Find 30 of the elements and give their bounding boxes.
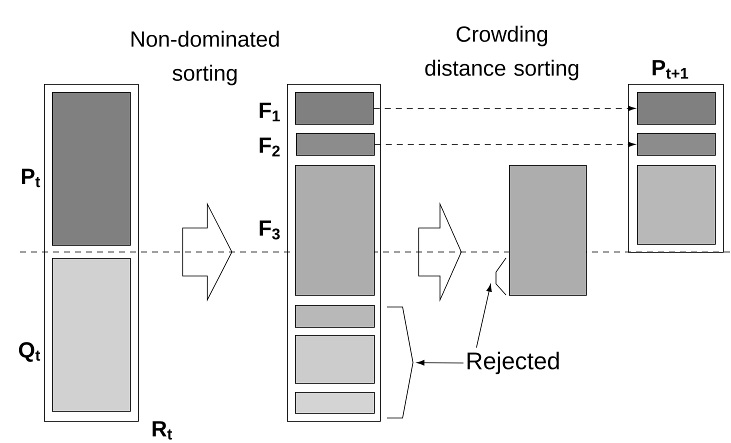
front-block xyxy=(295,305,375,328)
node-label: Q$_{t}$ xyxy=(18,342,40,362)
node-label: R$_{t}$ xyxy=(152,421,172,440)
node-label: F$_{2}$ xyxy=(260,138,280,156)
arrow xyxy=(476,284,492,348)
front-block: F$_{1}$ xyxy=(260,92,374,125)
bracket xyxy=(496,258,506,296)
block-arrow xyxy=(182,202,232,302)
arrow xyxy=(373,106,636,112)
node-label: F$_{3}$ xyxy=(260,220,280,240)
node-label: P$_{t+1}$ xyxy=(652,60,688,79)
front-block xyxy=(295,335,375,384)
front-block: F$_{2}$ xyxy=(260,133,375,156)
front-block xyxy=(637,164,716,245)
step-title: Non-dominated sorting xyxy=(132,30,279,86)
population-box xyxy=(287,84,381,422)
arrow xyxy=(374,142,636,148)
front-block xyxy=(637,133,716,156)
rejected-label: Rejected xyxy=(468,352,559,374)
population-box: P$_{t+1}$ xyxy=(628,60,724,253)
front-block xyxy=(295,392,375,414)
step-title: Crowding distance sorting xyxy=(425,26,578,80)
node-label: P$_{t}$ xyxy=(22,168,40,188)
front-block: F$_{3}$ xyxy=(260,164,375,296)
block-arrow xyxy=(418,202,462,302)
front-block xyxy=(637,92,716,125)
bracket xyxy=(386,306,414,418)
node-label: F$_{1}$ xyxy=(260,102,280,122)
front-block xyxy=(509,164,587,296)
arrow xyxy=(416,360,464,366)
